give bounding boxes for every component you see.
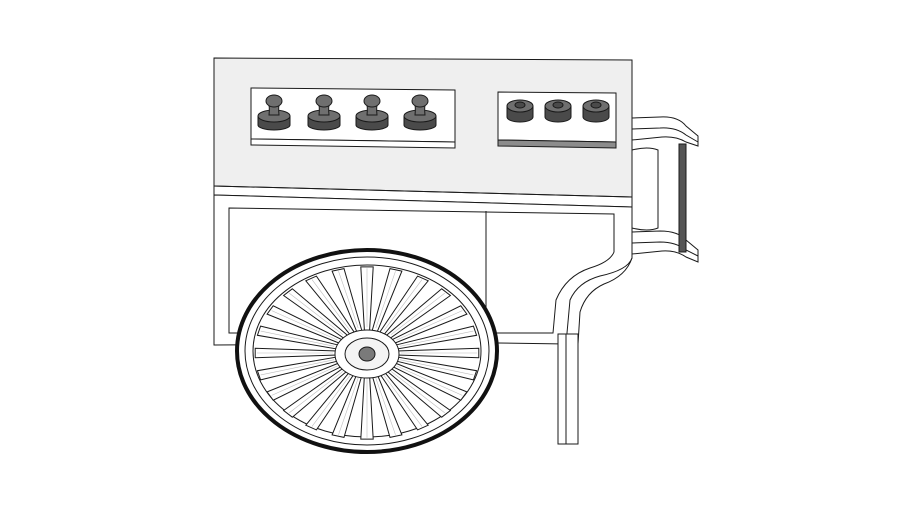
squat-knob (506, 99, 534, 123)
wheel-spoke-ridge (338, 271, 359, 329)
wheel-spoke-ridge (396, 310, 463, 341)
stemmed-knob (403, 94, 437, 131)
wheel-spoke-ridge (289, 292, 344, 335)
stemmed-knob (355, 94, 389, 131)
wheel-spoke-ridge (399, 330, 474, 347)
left-knob-panel (250, 87, 456, 149)
cart-wheel (235, 248, 499, 454)
squat-knob (582, 99, 610, 123)
wheel-spoke-ridge (271, 365, 338, 396)
handle-bracket (631, 147, 659, 231)
wheel-spoke-ridge (375, 377, 396, 435)
left-panel-lip (250, 138, 456, 149)
wheel-axle-hole (358, 346, 376, 362)
wheel-spoke-ridge (383, 279, 423, 331)
wheel-spoke-ridge (338, 377, 359, 435)
right-knob-panel (497, 91, 617, 149)
handle-lower-arm (631, 230, 699, 263)
wheel-spoke-ridge (390, 371, 445, 414)
wheel-spoke-ridge (260, 359, 335, 376)
handle-upper-arm (631, 116, 699, 147)
wheel-spoke-ridge (399, 359, 474, 376)
right-knob-group (506, 99, 610, 123)
wheel-spoke-ridge (375, 271, 396, 329)
handle-grip (678, 143, 687, 253)
cart-leg-post (557, 333, 579, 445)
stemmed-knob (307, 94, 341, 131)
wheel-spoke-ridge (311, 375, 351, 427)
wheel-spoke-ridge (396, 365, 463, 396)
wheel-spoke-ridge (271, 310, 338, 341)
cart-top-front-edge (213, 185, 633, 198)
squat-knob (544, 99, 572, 123)
right-panel-lip (497, 139, 617, 149)
handle-upper-arm-edge (631, 127, 699, 143)
cart-right-curve-edge (577, 257, 633, 345)
cart-handle (631, 116, 699, 263)
cart-leg (557, 333, 579, 445)
stemmed-knob (257, 94, 291, 131)
left-knob-group (257, 94, 437, 131)
wheel-spoke-ridge (390, 292, 445, 335)
wheel-spoke-ridge (311, 279, 351, 331)
wheel-spoke-ridge (383, 375, 423, 427)
wheel-spoke-ridge (289, 371, 344, 414)
wheel-spoke-ridge (260, 330, 335, 347)
